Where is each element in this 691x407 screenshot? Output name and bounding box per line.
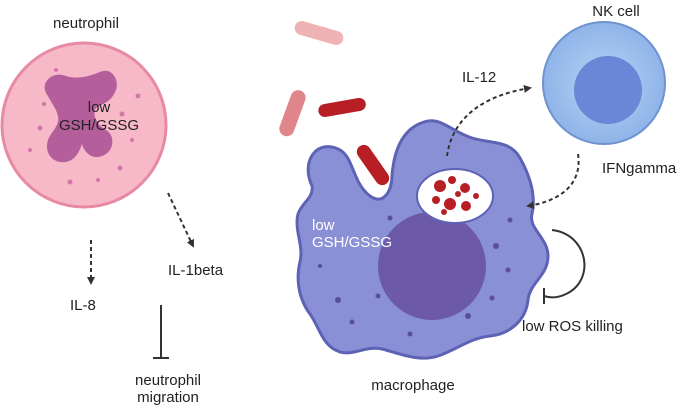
nk-cell: NK cell xyxy=(542,3,666,145)
arrow-ifngamma-to-macrophage xyxy=(526,153,580,210)
bacteria-icon xyxy=(279,90,306,137)
macrophage-cell: low GSH/GSSG macrophage xyxy=(295,119,550,394)
neutrophil-granules xyxy=(28,68,141,185)
low-ros-killing-label: low ROS killing xyxy=(522,318,623,335)
neutrophil-migration-line1: neutrophil xyxy=(135,372,201,389)
neutrophil-state-line1: low xyxy=(88,99,111,116)
nk-cell-label: NK cell xyxy=(592,3,640,20)
phagosome-icon xyxy=(416,168,494,224)
arrow-to-il1beta xyxy=(167,192,195,248)
bacteria-icon xyxy=(318,97,366,118)
nk-cell-nucleus xyxy=(574,56,642,124)
ros-inhibition-loop xyxy=(543,229,586,304)
macrophage-state-line2: GSH/GSSG xyxy=(312,234,392,251)
neutrophil-state-line2: GSH/GSSG xyxy=(59,117,139,134)
bacteria-icon xyxy=(356,144,390,186)
macrophage-state-line1: low xyxy=(312,217,335,234)
ifngamma-label: IFNgamma xyxy=(602,160,677,177)
il12-label: IL-12 xyxy=(462,69,496,86)
il1beta-label: IL-1beta xyxy=(168,262,224,279)
neutrophil-migration-line2: migration xyxy=(137,389,199,406)
neutrophil-label: neutrophil xyxy=(53,15,119,32)
bacteria-icon-group xyxy=(279,21,390,186)
macrophage-nucleus xyxy=(378,212,486,320)
il8-label: IL-8 xyxy=(70,297,96,314)
macrophage-label: macrophage xyxy=(371,377,454,394)
neutrophil-cell: neutrophil low GSH/GSSG xyxy=(0,15,168,209)
bacteria-icon xyxy=(294,21,344,45)
neutrophil-nucleus xyxy=(44,70,117,163)
arrow-il12-to-nk xyxy=(446,85,532,157)
inhibition-bar xyxy=(153,305,169,359)
